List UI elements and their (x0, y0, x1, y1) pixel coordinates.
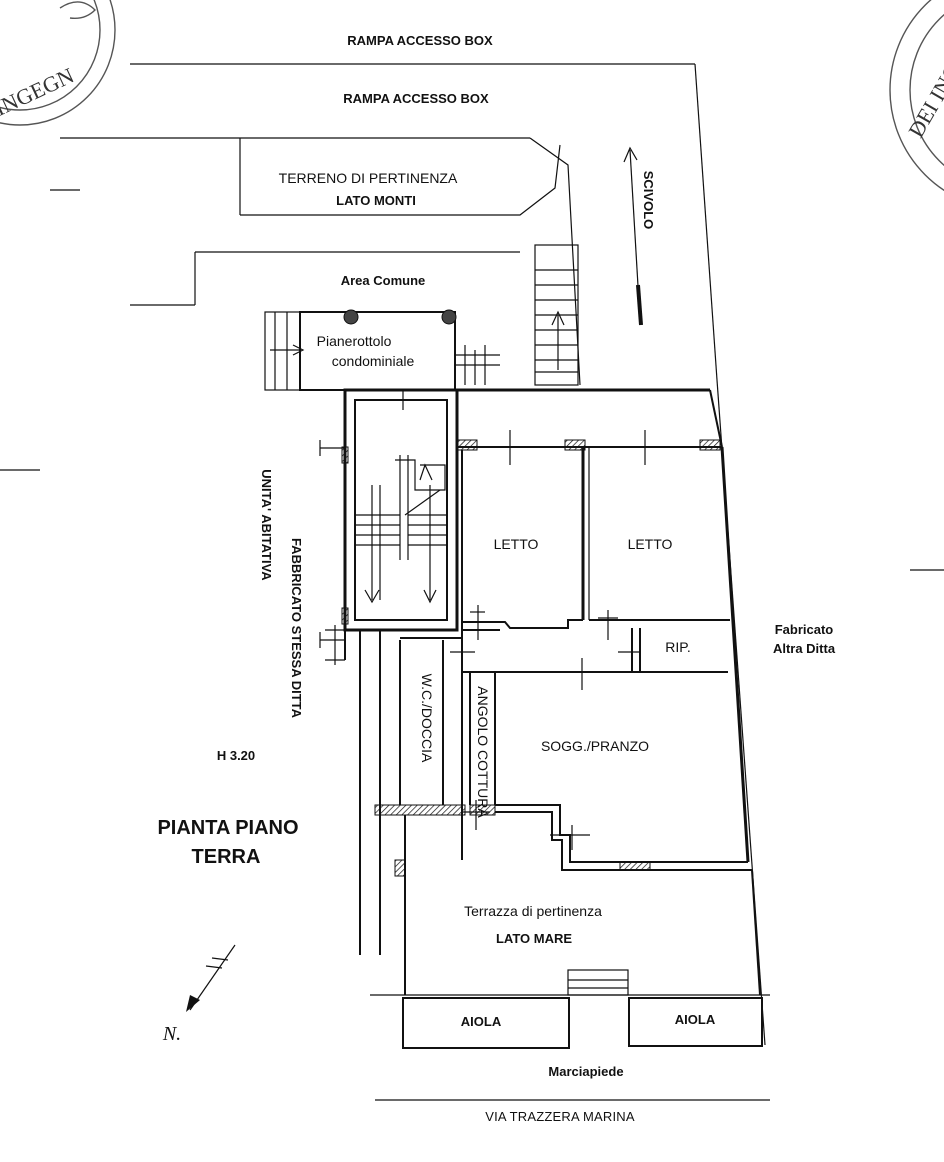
aiola-box-1 (402, 997, 570, 1049)
north-arrow-icon (186, 944, 236, 1012)
site-lines (0, 63, 944, 1101)
label-terreno-2: LATO MONTI (336, 193, 416, 208)
apartment-walls (325, 388, 752, 955)
label-letto-2: LETTO (628, 536, 673, 552)
label-scivolo: SCIVOLO (641, 171, 656, 230)
terrazza (404, 815, 761, 996)
stamp-left: INGEGN (0, 0, 116, 126)
label-terreno-1: TERRENO DI PERTINENZA (279, 170, 458, 186)
title-line-1: PIANTA PIANO (157, 817, 298, 839)
label-angolo-cottura: ANGOLO COTTURA (475, 686, 491, 818)
label-letto-1: LETTO (494, 536, 539, 552)
stamp-left-text: INGEGN (0, 62, 78, 120)
stamp-right: DEI INGEG (889, 0, 944, 192)
label-via: VIA TRAZZERA MARINA (485, 1109, 635, 1124)
label-rip: RIP. (665, 639, 690, 655)
label-height: H 3.20 (217, 748, 255, 763)
label-sogg-pranzo: SOGG./PRANZO (541, 738, 649, 754)
label-terrazza-1: Terrazza di pertinenza (464, 903, 602, 919)
label-rampa-top: RAMPA ACCESSO BOX (347, 33, 493, 48)
label-wc-doccia: W.C./DOCCIA (419, 674, 435, 763)
stamp-right-text: DEI INGEG (903, 33, 944, 141)
label-area-comune: Area Comune (341, 273, 426, 288)
label-unita-abitativa: UNITA' ABITATIVA (259, 469, 274, 581)
label-marciapiede: Marciapiede (548, 1064, 623, 1079)
label-fabbricato-stessa: FABBRICATO STESSA DITTA (289, 538, 304, 719)
label-rampa-inner: RAMPA ACCESSO BOX (343, 91, 489, 106)
pianerottolo (264, 309, 500, 391)
label-north: N. (162, 1023, 181, 1045)
title-line-2: TERRA (192, 846, 261, 868)
label-pianerottolo-2: condominiale (332, 353, 415, 369)
aiola-box-2 (628, 997, 763, 1047)
label-terrazza-2: LATO MARE (496, 931, 572, 946)
ramp-steps (534, 244, 579, 386)
label-pianerottolo-1: Pianerottolo (317, 333, 392, 349)
label-aiola-1: AIOLA (461, 1014, 502, 1029)
label-fabbricato-altra-1: Fabricato (775, 622, 834, 637)
label-fabbricato-altra-2: Altra Ditta (773, 641, 836, 656)
scivolo-arrow (623, 146, 643, 326)
stairwell (319, 388, 459, 648)
label-aiola-2: AIOLA (675, 1012, 716, 1027)
